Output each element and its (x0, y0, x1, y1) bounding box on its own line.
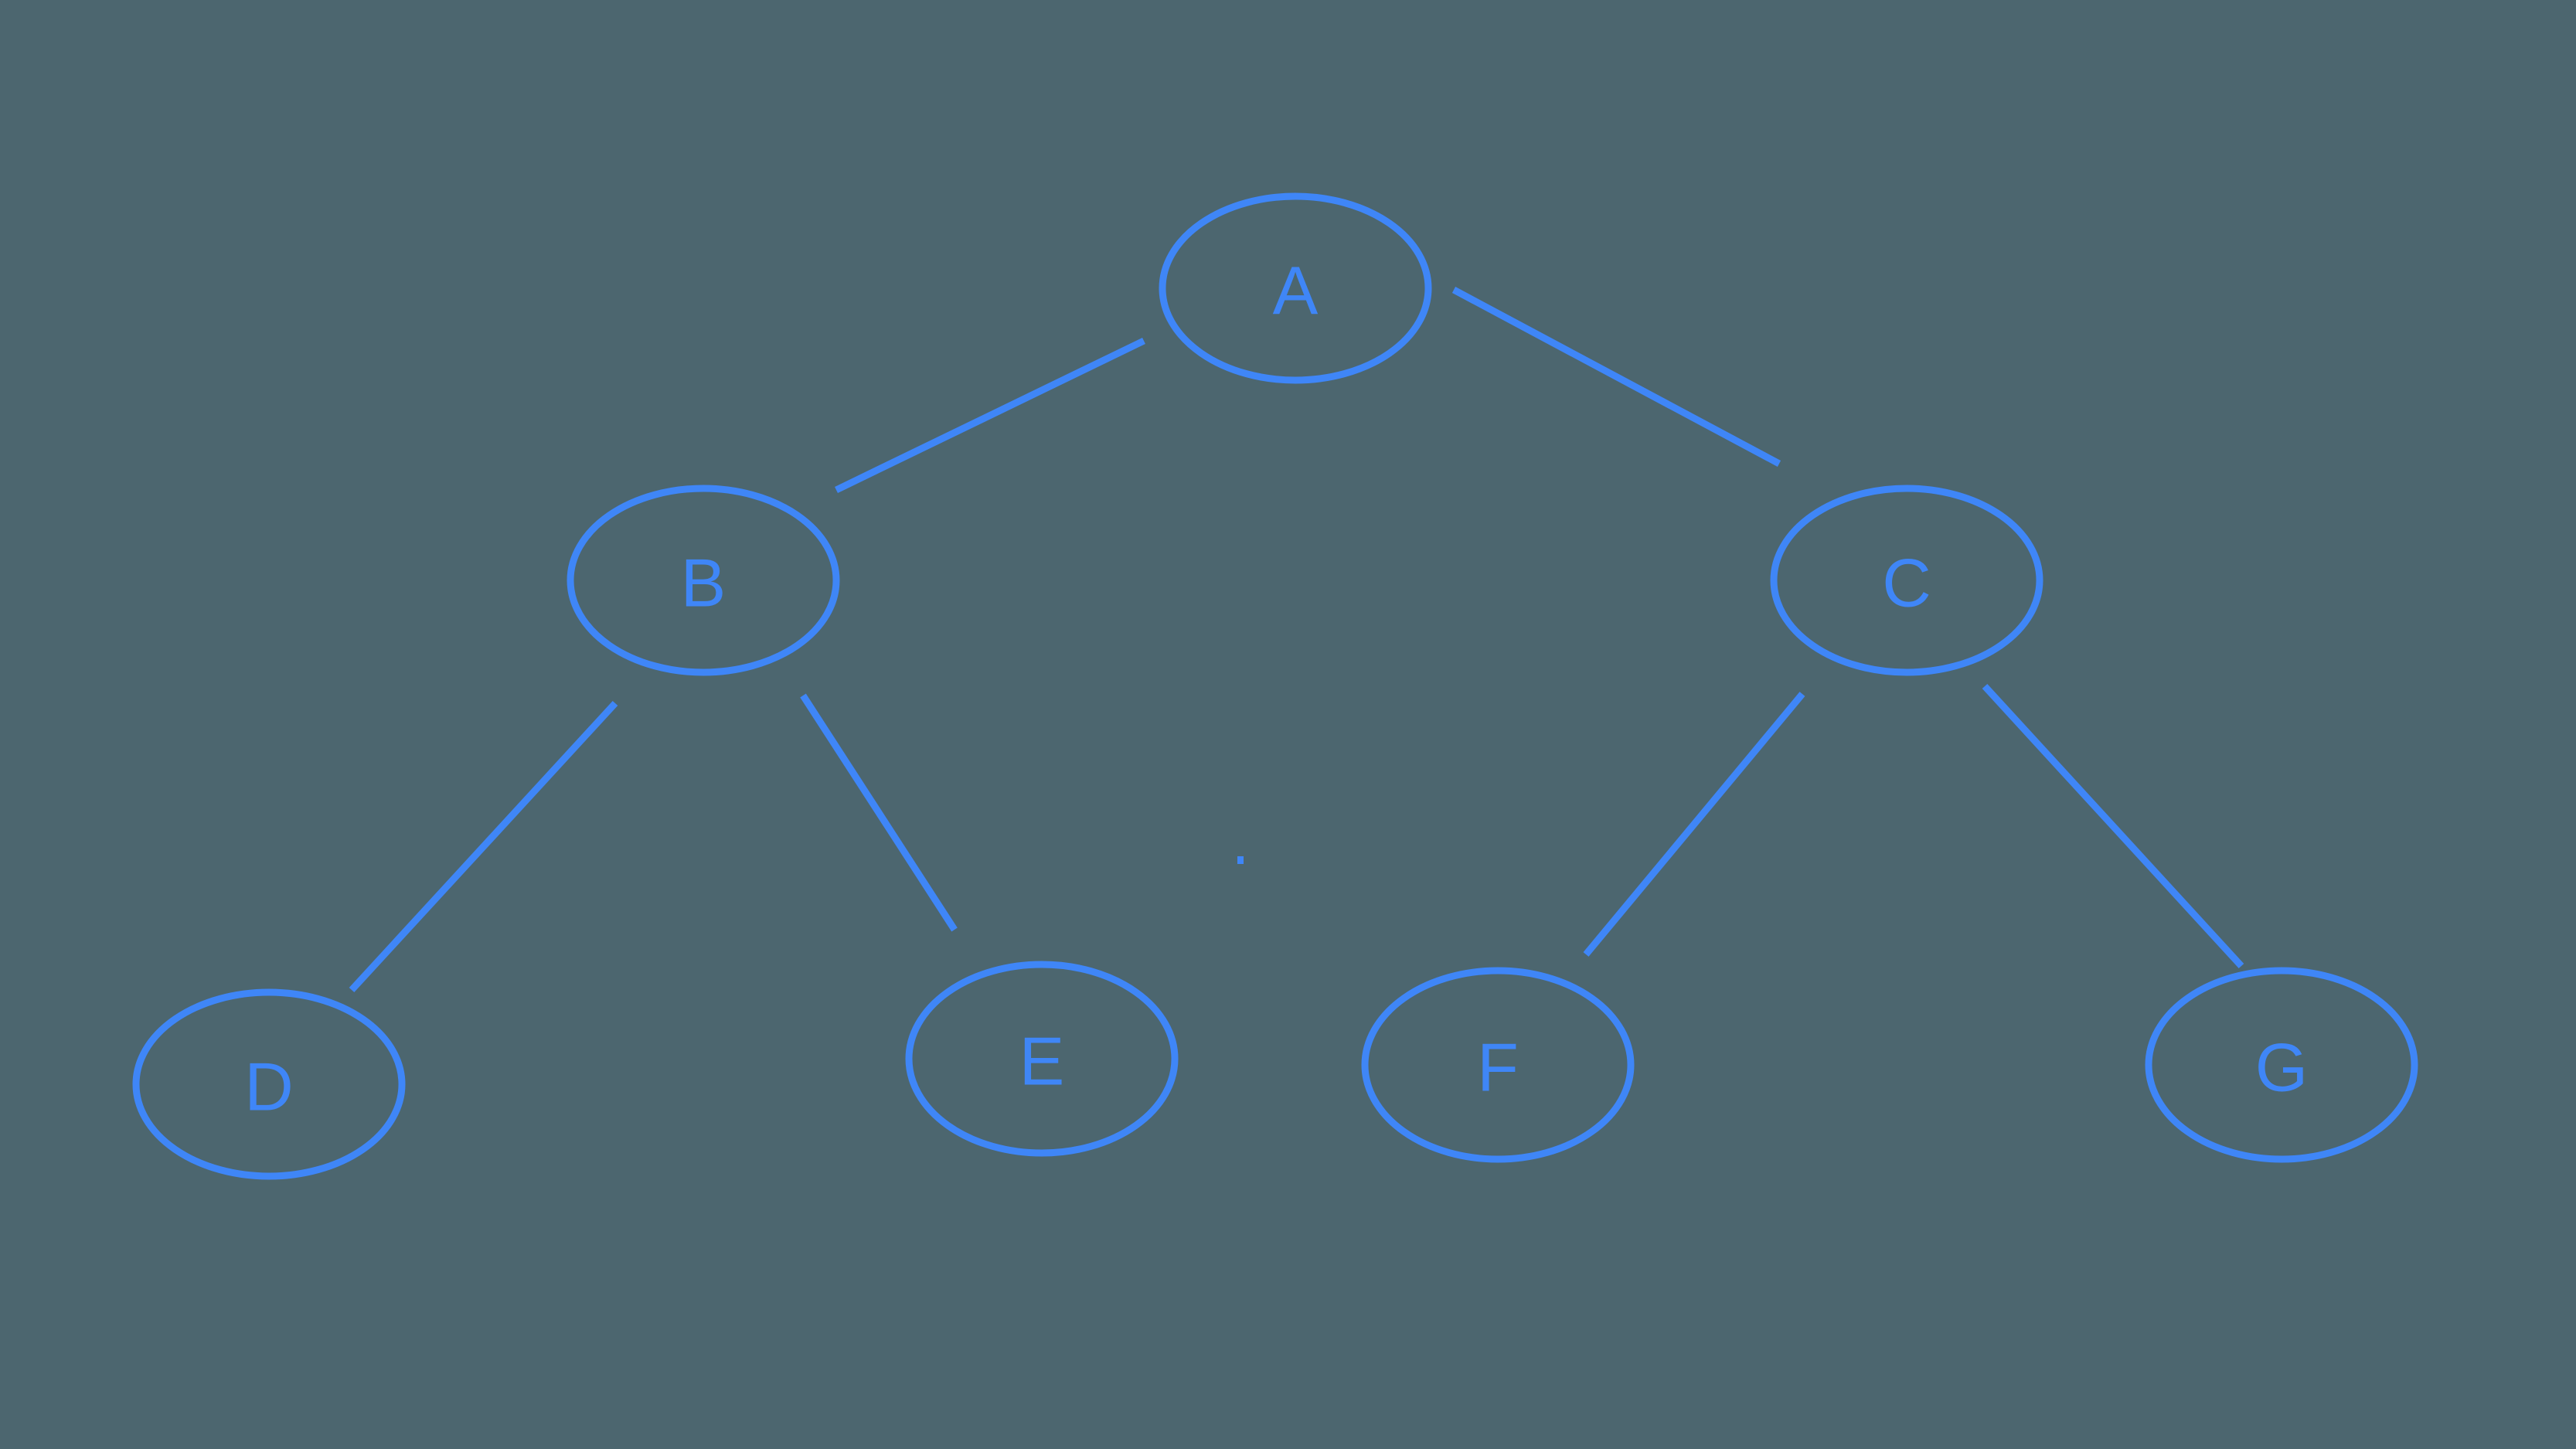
node-ellipse-c[interactable] (1770, 485, 2043, 676)
graph-edge-c-g (1982, 683, 2244, 969)
node-ellipse-b[interactable] (567, 485, 840, 676)
node-ellipse-f[interactable] (1361, 967, 1635, 1163)
graph-edge-b-d (349, 700, 618, 993)
graph-node-g[interactable]: G (2145, 967, 2418, 1163)
graph-edge-c-f (1583, 692, 1805, 957)
graph-node-b[interactable]: B (567, 485, 840, 676)
node-ellipse-d[interactable] (132, 988, 406, 1180)
graph-node-a[interactable]: A (1159, 192, 1432, 384)
graph-edge-a-c (1451, 287, 1781, 467)
node-ellipse-g[interactable] (2145, 967, 2418, 1163)
graph-node-f[interactable]: F (1361, 967, 1635, 1163)
node-label-a: A (1273, 253, 1319, 329)
nodes-layer: A B C D E F G (132, 192, 2418, 1180)
graph-node-e[interactable]: E (905, 961, 1179, 1157)
node-label-f: F (1477, 1029, 1519, 1106)
node-label-b: B (681, 545, 727, 621)
node-ellipse-a[interactable] (1159, 192, 1432, 384)
node-label-d: D (244, 1049, 294, 1125)
graph-edge-a-b (835, 337, 1145, 494)
node-label-c: C (1882, 545, 1931, 621)
node-ellipse-e[interactable] (905, 961, 1179, 1157)
graph-node-c[interactable]: C (1770, 485, 2043, 676)
graph-edge-b-e (800, 693, 958, 932)
graph-node-d[interactable]: D (132, 988, 406, 1180)
stray-dot-icon (1237, 856, 1244, 864)
node-label-e: E (1019, 1023, 1065, 1100)
edges-layer (349, 287, 2244, 993)
artifacts-layer (1237, 856, 1244, 864)
node-label-g: G (2255, 1029, 2308, 1106)
